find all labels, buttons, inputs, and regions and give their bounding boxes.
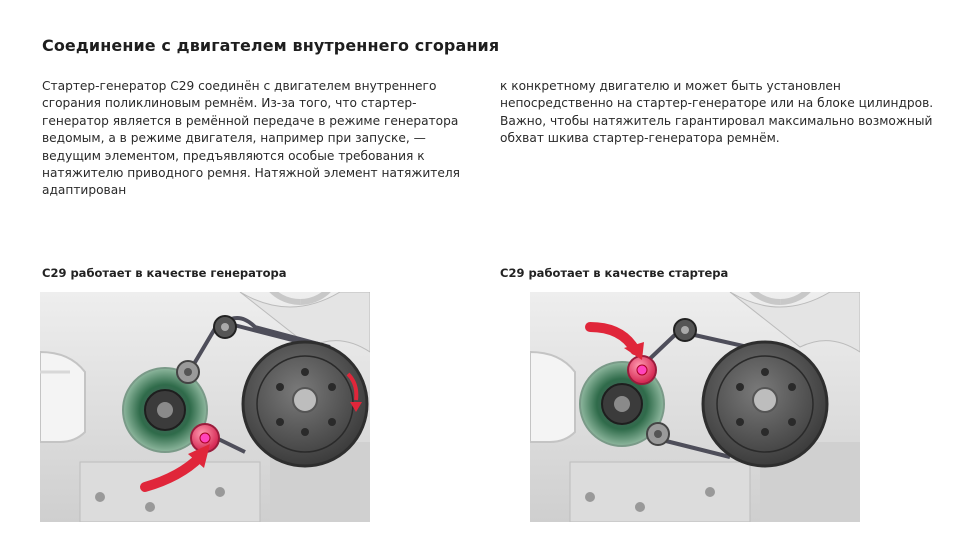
right-paragraph: к конкретному двигателю и может быть уст… xyxy=(500,79,934,146)
pulley-hub-bolt xyxy=(752,387,778,413)
generator-mode-illustration xyxy=(40,292,370,522)
left-paragraph: Стартер-генератор C29 соединён с двигате… xyxy=(42,79,460,198)
page-title: Соединение с двигателем внутреннего сгор… xyxy=(42,36,500,55)
right-text-column: к конкретному двигателю и может быть уст… xyxy=(500,78,940,148)
rotation-direction-arrow xyxy=(346,372,359,401)
starter-mode-illustration xyxy=(530,292,860,522)
starter-figure-caption: C29 работает в качестве стартера xyxy=(500,266,729,280)
generator-belt-drive-diagram xyxy=(40,292,370,522)
left-text-column: Стартер-генератор C29 соединён с двигате… xyxy=(42,78,482,200)
pulley-hub-bolt xyxy=(292,387,318,413)
starter-belt-drive-diagram xyxy=(530,292,860,522)
generator-figure-caption: C29 работает в качестве генератора xyxy=(42,266,287,280)
